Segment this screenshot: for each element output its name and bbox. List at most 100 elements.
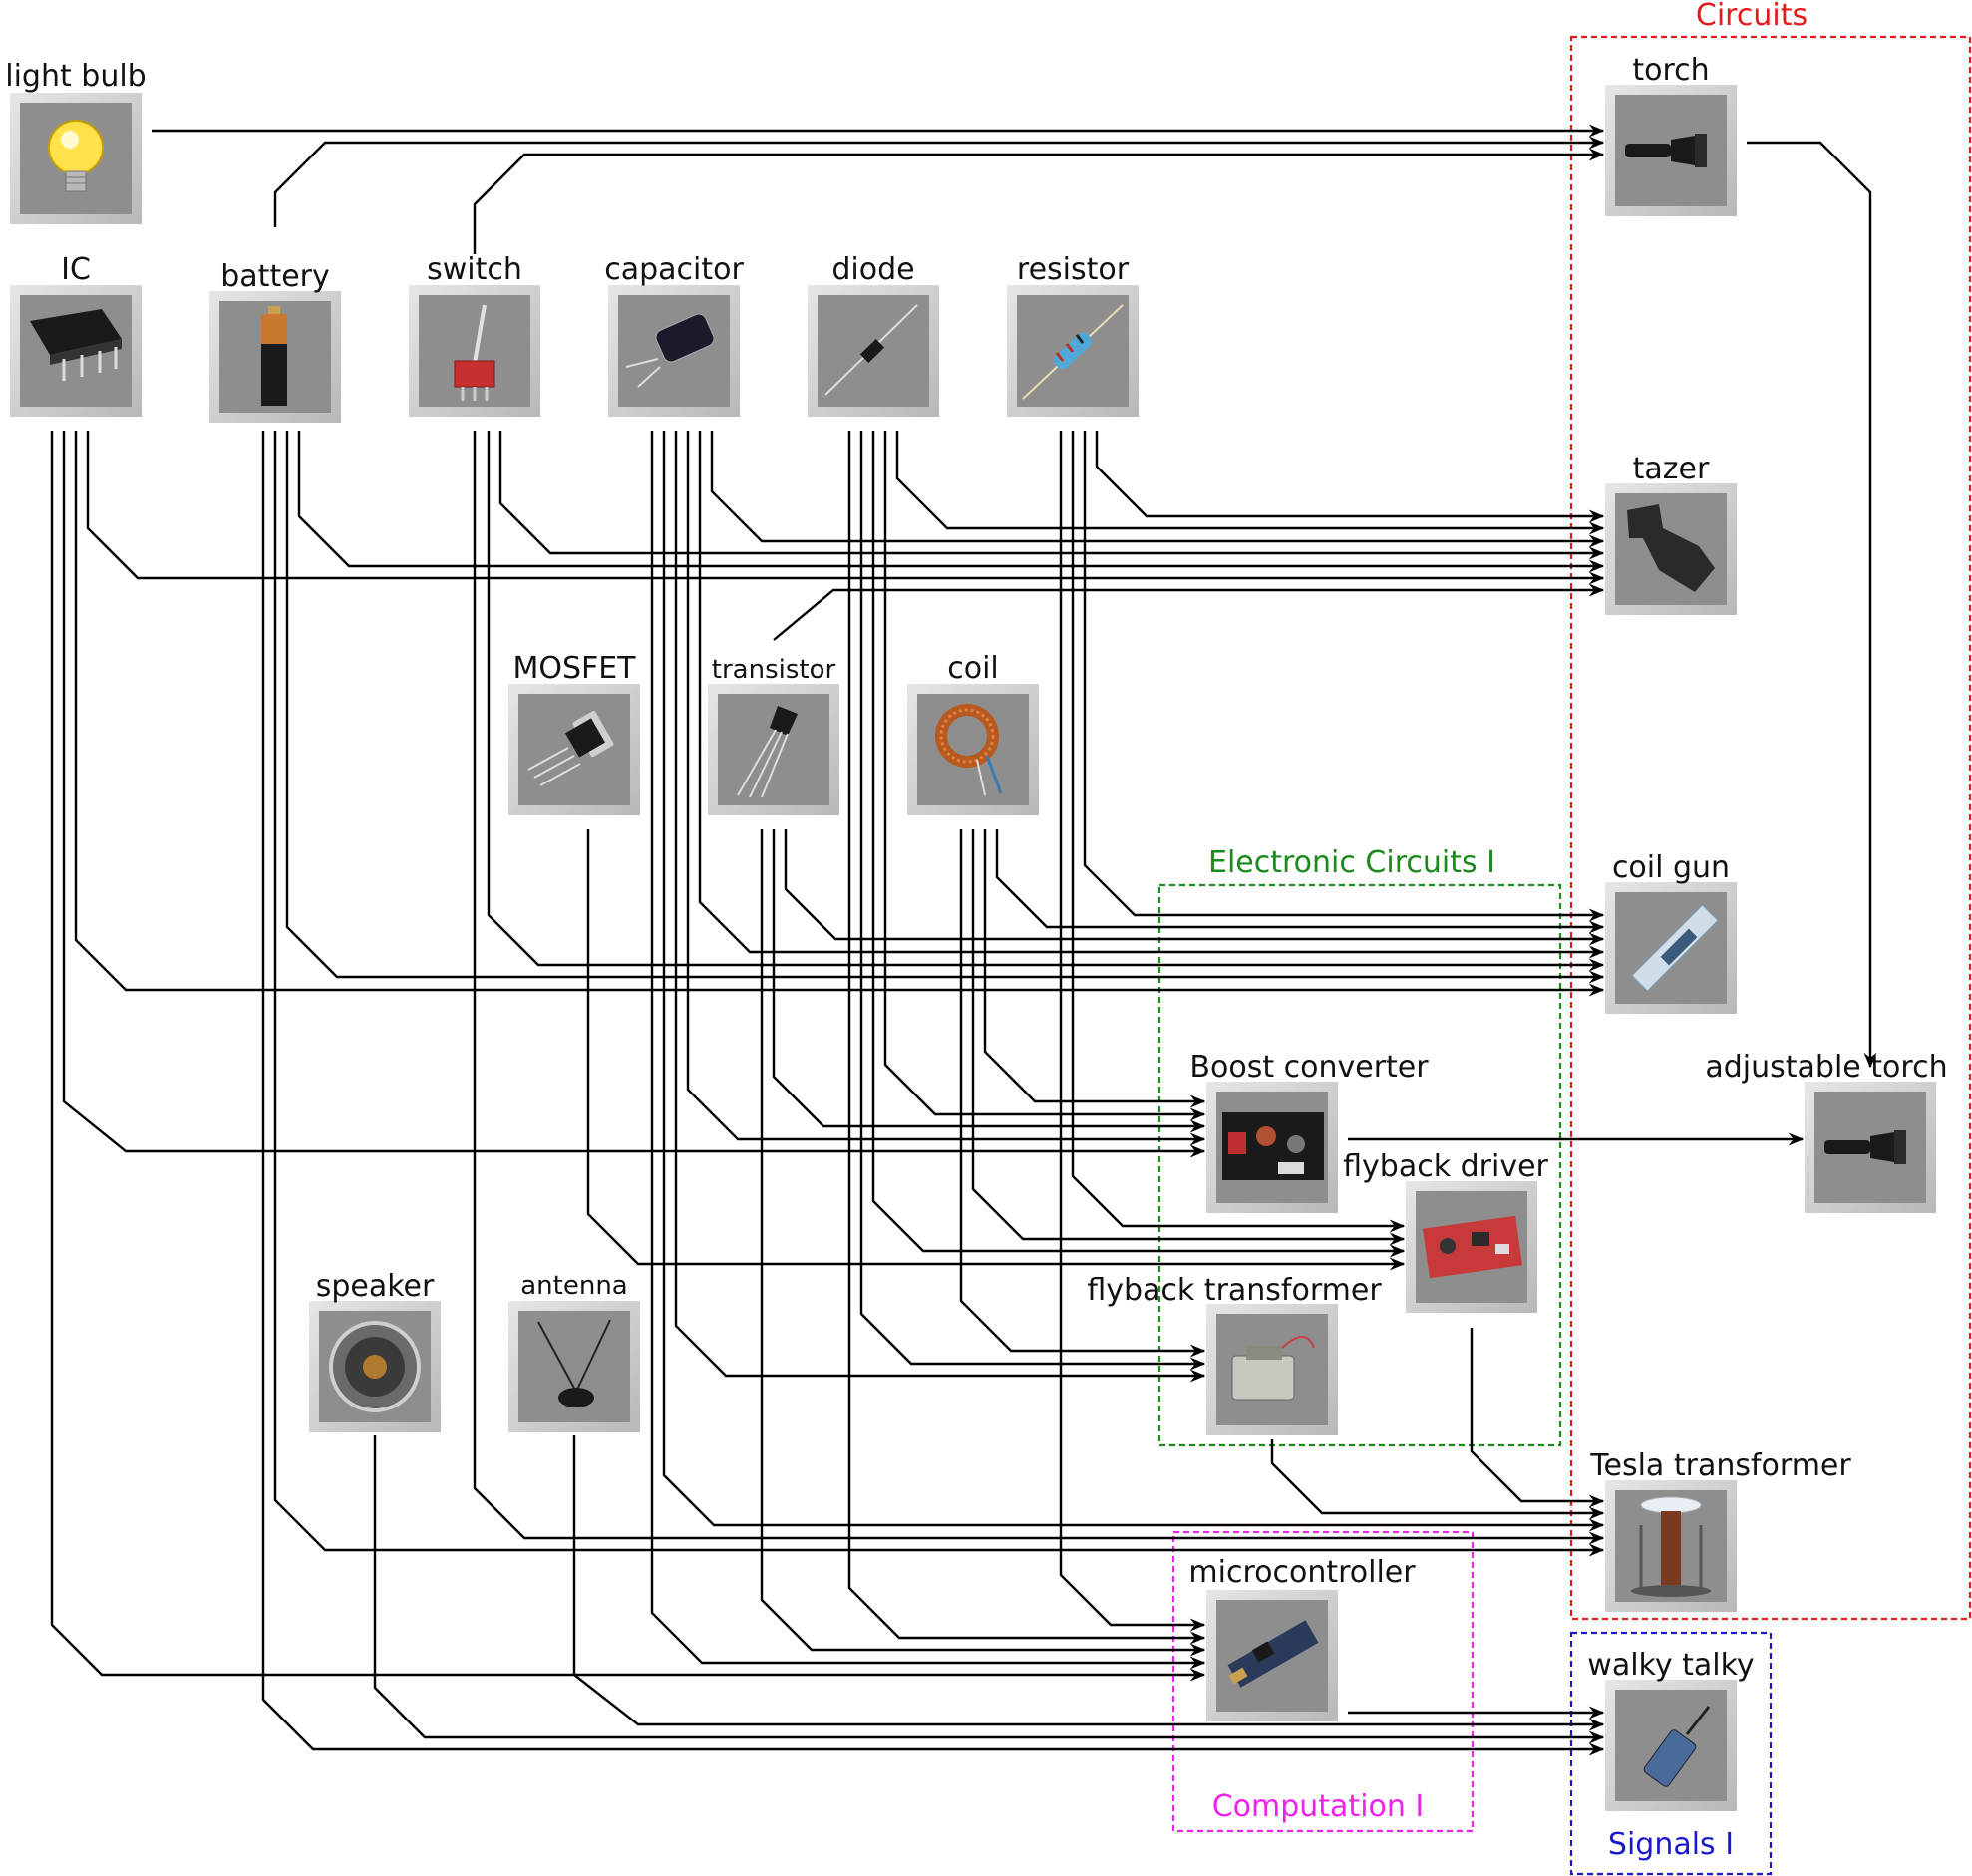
edge-coil-to-flyback-transformer	[959, 829, 1206, 1358]
edge-resistor-to-microcontroller	[1059, 431, 1206, 1632]
edge-capacitor-to-tazer	[710, 431, 1605, 548]
group-signals: Signals I	[1569, 1631, 1773, 1876]
node-coil-gun: coil gun	[1605, 850, 1737, 1014]
node-label-walky-talky: walky talky	[1587, 1648, 1754, 1683]
node-tesla-transformer: Tesla transformer	[1589, 1448, 1851, 1612]
node-label-flyback-transformer: flyback transformer	[1087, 1273, 1382, 1308]
light-bulb-icon	[48, 120, 104, 192]
capacitor-icon	[625, 313, 715, 388]
coil-gun-icon	[1631, 904, 1719, 992]
tazer-icon	[1627, 504, 1715, 592]
edge-ic-to-coil-gun	[74, 431, 1605, 997]
node-label-microcontroller: microcontroller	[1188, 1555, 1416, 1590]
toggle-switch-icon	[454, 304, 495, 401]
flashlight-icon	[1824, 1130, 1906, 1164]
edge-capacitor-to-flyback-transformer	[674, 431, 1206, 1383]
driver-board-icon	[1422, 1215, 1523, 1279]
edge-switch-to-torch	[473, 148, 1605, 254]
edge-ic-to-tazer	[86, 431, 1605, 585]
node-label-mosfet: MOSFET	[512, 651, 636, 686]
group-label-computation: Computation I	[1212, 1789, 1425, 1824]
node-mosfet: MOSFET	[508, 651, 640, 815]
node-layer: light bulb IC batte	[5, 53, 1948, 1811]
node-battery: battery	[209, 259, 341, 423]
node-resistor: resistor	[1007, 252, 1139, 417]
tesla-coil-icon	[1631, 1496, 1711, 1597]
coil-icon	[935, 704, 1003, 796]
node-label-speaker: speaker	[316, 1269, 435, 1304]
edge-battery-to-torch	[273, 136, 1605, 227]
node-capacitor: capacitor	[604, 252, 744, 417]
node-label-antenna: antenna	[520, 1271, 628, 1301]
group-computation: Computation I	[1171, 1530, 1475, 1833]
edge-transistor-to-tazer	[773, 583, 1605, 641]
node-label-coil: coil	[947, 651, 999, 686]
edge-resistor-to-flyback-driver	[1071, 431, 1406, 1233]
edge-resistor-to-tazer	[1095, 431, 1605, 523]
edge-coil-to-flyback-driver	[971, 829, 1406, 1246]
node-transistor: transistor	[708, 655, 839, 815]
edge-transistor-to-coil-gun	[784, 829, 1605, 946]
edge-transistor-to-boost	[772, 829, 1206, 1133]
node-label-adjustable-torch: adjustable torch	[1705, 1050, 1947, 1085]
node-flyback-driver: flyback driver	[1343, 1149, 1549, 1313]
node-label-light-bulb: light bulb	[5, 59, 146, 94]
edge-torch-to-adjustable-torch	[1747, 141, 1877, 1069]
node-label-coil-gun: coil gun	[1612, 850, 1730, 885]
edge-diode-to-flyback-driver	[871, 431, 1406, 1258]
edge-coil-to-boost	[983, 829, 1206, 1108]
node-torch: torch	[1605, 53, 1737, 216]
node-label-capacitor: capacitor	[604, 252, 744, 287]
node-light-bulb: light bulb	[5, 59, 147, 224]
group-label-circuits: Circuits	[1696, 0, 1808, 33]
edge-capacitor-to-coil-gun	[698, 431, 1605, 959]
edge-battery-to-walky-talky	[261, 431, 1605, 1756]
edge-mosfet-to-flyback-driver	[586, 829, 1406, 1271]
node-label-tesla-transformer: Tesla transformer	[1589, 1448, 1851, 1483]
speaker-icon	[329, 1321, 421, 1412]
microcontroller-icon	[1227, 1620, 1319, 1688]
antenna-icon	[537, 1319, 611, 1407]
edge-speaker-to-walky-talky	[373, 1435, 1605, 1744]
edge-flyback-driver-to-tesla	[1470, 1328, 1605, 1508]
battery-icon	[261, 306, 287, 406]
edge-diode-to-boost	[883, 431, 1206, 1121]
edge-battery-to-coil-gun	[285, 431, 1605, 984]
edge-capacitor-to-microcontroller	[650, 431, 1206, 1670]
node-label-battery: battery	[220, 259, 330, 294]
edge-resistor-to-coil-gun	[1083, 431, 1605, 922]
flashlight-icon	[1625, 134, 1707, 167]
edge-ic-to-microcontroller	[50, 431, 1206, 1682]
node-label-torch: torch	[1632, 53, 1709, 88]
edge-flyback-transformer-to-tesla	[1270, 1439, 1605, 1520]
node-adjustable-torch: adjustable torch	[1705, 1050, 1948, 1213]
circuit-board-icon	[1222, 1112, 1324, 1180]
edge-capacitor-to-boost	[686, 431, 1206, 1146]
node-label-flyback-driver: flyback driver	[1343, 1149, 1548, 1184]
edge-switch-to-tazer	[498, 431, 1605, 560]
edge-diode-to-tazer	[895, 431, 1605, 535]
edge-layer	[50, 124, 1877, 1756]
transformer-icon	[1231, 1336, 1315, 1401]
edge-battery-to-tazer	[297, 431, 1605, 573]
edge-antenna-to-walky-talky	[572, 1435, 1605, 1731]
group-electronic-circuits: Electronic Circuits I	[1157, 845, 1562, 1447]
node-boost-converter: Boost converter	[1189, 1050, 1429, 1213]
node-label-boost-converter: Boost converter	[1189, 1050, 1429, 1085]
node-flyback-transformer: flyback transformer	[1087, 1273, 1382, 1435]
group-label-signals: Signals I	[1608, 1827, 1734, 1862]
edge-battery-to-tesla	[273, 431, 1605, 1557]
node-antenna: antenna	[508, 1271, 640, 1432]
diode-icon	[824, 304, 918, 396]
mosfet-icon	[527, 710, 614, 786]
node-microcontroller: microcontroller	[1188, 1555, 1416, 1721]
transistor-icon	[737, 706, 798, 798]
group-circuits: Circuits	[1569, 0, 1972, 1621]
node-speaker: speaker	[309, 1269, 441, 1432]
node-label-ic: IC	[61, 252, 91, 287]
node-label-resistor: resistor	[1017, 252, 1130, 287]
edge-transistor-to-microcontroller	[760, 829, 1206, 1657]
node-label-transistor: transistor	[712, 655, 836, 685]
edge-capacitor-to-tesla	[662, 431, 1605, 1532]
node-label-switch: switch	[427, 252, 522, 287]
